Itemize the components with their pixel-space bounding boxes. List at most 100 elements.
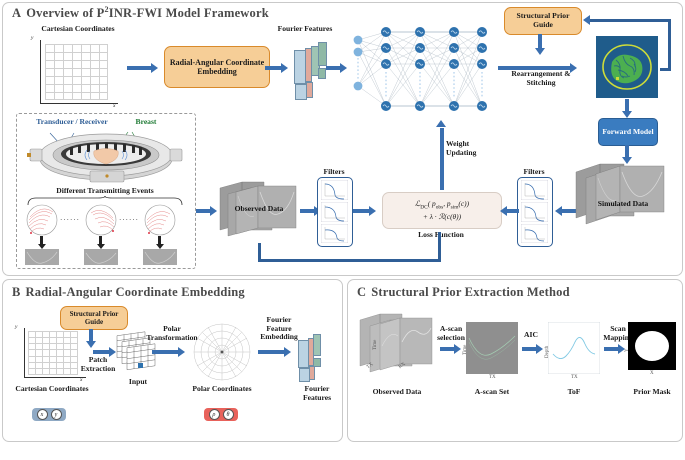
panelC-axis-time-2: Time bbox=[463, 344, 468, 355]
panelA-structural-prior-box[interactable]: Structural Prior Guide bbox=[504, 7, 582, 35]
panelB-polar-caption: Polar Coordinates bbox=[192, 384, 252, 393]
loss-subscript: DC bbox=[420, 204, 428, 211]
panelA-fourier-cubes bbox=[292, 40, 348, 100]
arrow-prior-to-stitching bbox=[538, 34, 542, 48]
panelB-fourier-caption: Fourier Features bbox=[302, 384, 332, 402]
panelA-loss-box[interactable]: ℒDC( pobs, psim(c)) + λ · ℛ(c(θ)) bbox=[382, 192, 502, 229]
panelC-ascan-set-image bbox=[466, 322, 518, 374]
panelA-observed-data-label: Observed Data bbox=[234, 204, 284, 213]
panelA-axis-x: x bbox=[113, 103, 116, 109]
panelA-wavefield-2 bbox=[85, 204, 117, 236]
panelC-ascan-set-label: A-scan Set bbox=[474, 387, 510, 396]
panelC-aic-label: AIC bbox=[524, 330, 538, 339]
panelA-wavefield-1 bbox=[26, 204, 58, 236]
arrowhead-fourier-embedding bbox=[284, 347, 291, 357]
arrowhead-patch-extraction bbox=[109, 347, 116, 357]
panelA-transducer-label: Transducer / Receiver bbox=[36, 117, 108, 126]
panelB-structural-prior-box[interactable]: Structural Prior Guide bbox=[60, 306, 128, 330]
panelA-simulated-data-stack bbox=[575, 163, 665, 225]
panelA-filters-right-label: Filters bbox=[523, 167, 545, 176]
arrow-fourier-embedding bbox=[258, 350, 284, 354]
panelA-events-ellipsis-2: ······ bbox=[119, 216, 139, 224]
arrow-cartesian-to-embedding bbox=[127, 66, 151, 70]
panelB-axis-x: x bbox=[80, 377, 83, 383]
panelA-reconstruction-image bbox=[596, 36, 658, 98]
observed-feedback-vertical bbox=[258, 243, 261, 261]
panelA-loss-caption: Loss Function bbox=[418, 230, 464, 239]
panelC-axis-y: Y bbox=[625, 348, 630, 352]
panelA-breast-label: Breast bbox=[135, 117, 157, 126]
panelC-axis-time-1: Time bbox=[373, 339, 378, 350]
panelB-fourier-cubes bbox=[296, 328, 340, 384]
arrowhead-polar-transformation bbox=[178, 347, 185, 357]
feedback-arrow-horizontal bbox=[590, 19, 671, 22]
panel-b-title-text: Radial-Angular Coordinate Embedding bbox=[25, 285, 245, 299]
panelA-filter-right-plot-3 bbox=[521, 224, 548, 243]
observed-feedback-up bbox=[438, 232, 441, 261]
feedback-arrow-bottom bbox=[660, 68, 671, 71]
feedback-arrow-vertical bbox=[668, 20, 671, 70]
panelC-axis-depth: Depth bbox=[545, 345, 550, 358]
panelB-cartesian-grid bbox=[28, 331, 78, 375]
arrowhead-fourier-to-network bbox=[340, 63, 347, 73]
loss-obs: obs bbox=[435, 204, 444, 211]
panelA-axis-yline bbox=[40, 40, 41, 104]
panelB-input-label: Input bbox=[128, 377, 148, 386]
panelB-axis-xline bbox=[24, 377, 86, 378]
panelB-axis-y: y bbox=[15, 324, 18, 330]
arrow-fourier-to-network bbox=[326, 66, 340, 70]
panelA-axis-y: y bbox=[31, 35, 34, 41]
panelB-fourier-embedding-label: Fourier Feature Embedding bbox=[260, 315, 298, 341]
arrow-priorB-down bbox=[89, 329, 93, 341]
panel-c-letter: C bbox=[357, 285, 367, 299]
panelC-observed-data-label: Observed Data bbox=[372, 387, 422, 396]
arrow-observed-to-filters bbox=[300, 209, 314, 213]
arrowhead-rightfilters-to-loss bbox=[500, 206, 507, 216]
panel-c-title-text: Structural Prior Extraction Method bbox=[371, 285, 570, 299]
arrowhead-cartesian-to-embedding bbox=[151, 63, 158, 73]
badge-y: y bbox=[50, 409, 62, 420]
panelA-ring-transducer-diagram bbox=[27, 131, 183, 183]
loss-sim: sim bbox=[450, 204, 459, 211]
loss-symbol: ℒ bbox=[414, 199, 421, 209]
panelA-observed-data-stack bbox=[219, 181, 297, 237]
panelB-patch-extraction-label: Patch Extraction bbox=[80, 355, 116, 373]
panel-a-letter: A bbox=[12, 6, 22, 21]
panelA-sinogram-3 bbox=[143, 249, 177, 265]
panelA-sinogram-2 bbox=[84, 249, 118, 265]
panelC-prior-mask-image bbox=[628, 322, 676, 370]
feedback-arrowhead bbox=[583, 15, 590, 25]
panelA-events-ellipsis-1: ······ bbox=[60, 216, 80, 224]
panelB-cartesian-caption: Cartesian Coordinates bbox=[15, 384, 89, 393]
panelA-forward-model-box[interactable]: Forward Model bbox=[598, 118, 658, 146]
arrowhead-prior-to-stitching bbox=[535, 48, 545, 55]
panelB-polar-transformation-label: Polar Transformation bbox=[146, 324, 198, 342]
panelA-neural-network bbox=[353, 27, 487, 111]
panelC-axis-tx-3: TX bbox=[571, 375, 578, 380]
panelA-filter-right-plot-2 bbox=[521, 202, 548, 222]
panelA-embedding-box[interactable]: Radial-Angular Coordinate Embedding bbox=[164, 46, 270, 88]
badge-theta: θ bbox=[222, 409, 234, 420]
loss-args-open: ( p bbox=[427, 199, 436, 209]
panelA-filters-left-label: Filters bbox=[323, 167, 345, 176]
panelC-tof-label: ToF bbox=[567, 387, 581, 396]
arrow-image-to-forward bbox=[625, 99, 629, 111]
panelB-polar-badge: ρ θ bbox=[204, 408, 238, 421]
panelA-simulated-data-label: Simulated Data bbox=[597, 199, 649, 208]
panelC-tof-plot bbox=[548, 322, 600, 374]
arrow-filters-to-loss bbox=[353, 209, 369, 213]
arrow-inset-to-observed bbox=[196, 209, 210, 213]
arrowhead-ascan-selection bbox=[454, 344, 461, 354]
arrowhead-image-to-forward bbox=[622, 111, 632, 118]
arrow-ascan-selection bbox=[440, 347, 454, 351]
panelA-filter-plot-3 bbox=[321, 224, 348, 243]
panelA-filter-plot-1 bbox=[321, 180, 348, 200]
arrowhead-forward-to-simulated bbox=[622, 157, 632, 164]
panelC-axis-x: X bbox=[650, 371, 654, 376]
arrow-rightfilters-to-loss bbox=[507, 209, 519, 213]
arrowhead-inset-to-observed bbox=[210, 206, 217, 216]
panelA-axis-xline bbox=[40, 103, 118, 104]
arrowhead-scan-mapping bbox=[618, 344, 625, 354]
panelC-observed-data-stack bbox=[359, 313, 433, 373]
arrow-weight-updating-horizontal bbox=[440, 128, 443, 131]
